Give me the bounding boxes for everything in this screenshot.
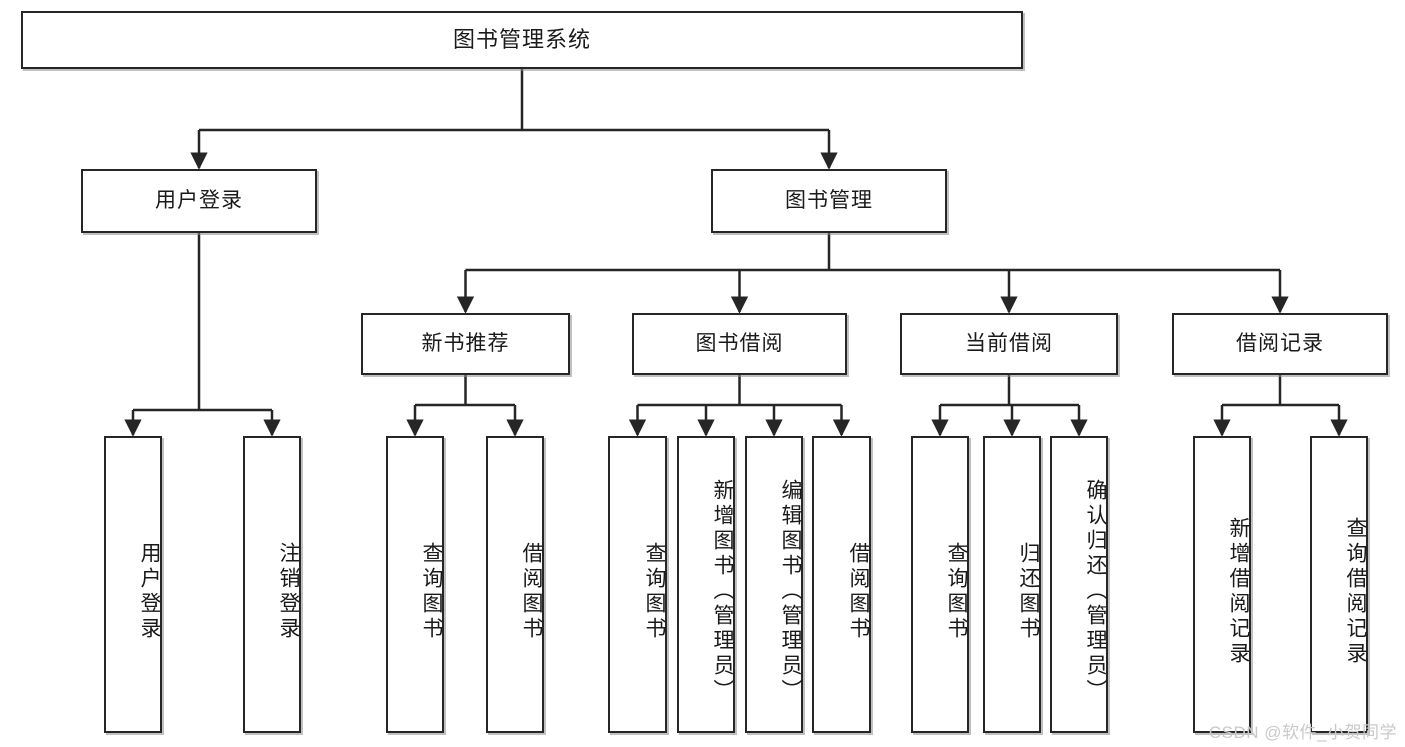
node-leaf_edit_book[interactable]: 编辑图书（管理员） — [745, 436, 803, 733]
node-leaf_add_record[interactable]: 新增借阅记录 — [1193, 436, 1251, 733]
node-new_book_rec[interactable]: 新书推荐 — [361, 313, 570, 375]
node-root[interactable]: 图书管理系统 — [21, 11, 1023, 69]
node-leaf_query_book_1[interactable]: 查询图书 — [386, 436, 444, 733]
node-leaf_borrow_book_2[interactable]: 借阅图书 — [812, 436, 871, 733]
node-leaf_query_book_3[interactable]: 查询图书 — [911, 436, 969, 733]
node-user_login[interactable]: 用户登录 — [81, 169, 317, 233]
node-leaf_query_book_2[interactable]: 查询图书 — [608, 436, 667, 733]
node-leaf_query_record[interactable]: 查询借阅记录 — [1310, 436, 1368, 733]
node-book_borrow[interactable]: 图书借阅 — [632, 313, 847, 375]
node-leaf_return_book[interactable]: 归还图书 — [983, 436, 1041, 733]
node-leaf_user_logout[interactable]: 注销登录 — [243, 436, 301, 733]
node-leaf_confirm_return[interactable]: 确认归还（管理员） — [1050, 436, 1108, 733]
node-borrow_record[interactable]: 借阅记录 — [1172, 313, 1388, 375]
node-leaf_borrow_book_1[interactable]: 借阅图书 — [486, 436, 544, 733]
node-book_mgmt[interactable]: 图书管理 — [711, 169, 947, 233]
node-leaf_user_login[interactable]: 用户登录 — [104, 436, 162, 733]
node-current_borrow[interactable]: 当前借阅 — [900, 313, 1118, 375]
edge-layer — [124, 69, 1348, 437]
node-leaf_add_book[interactable]: 新增图书（管理员） — [677, 436, 735, 733]
